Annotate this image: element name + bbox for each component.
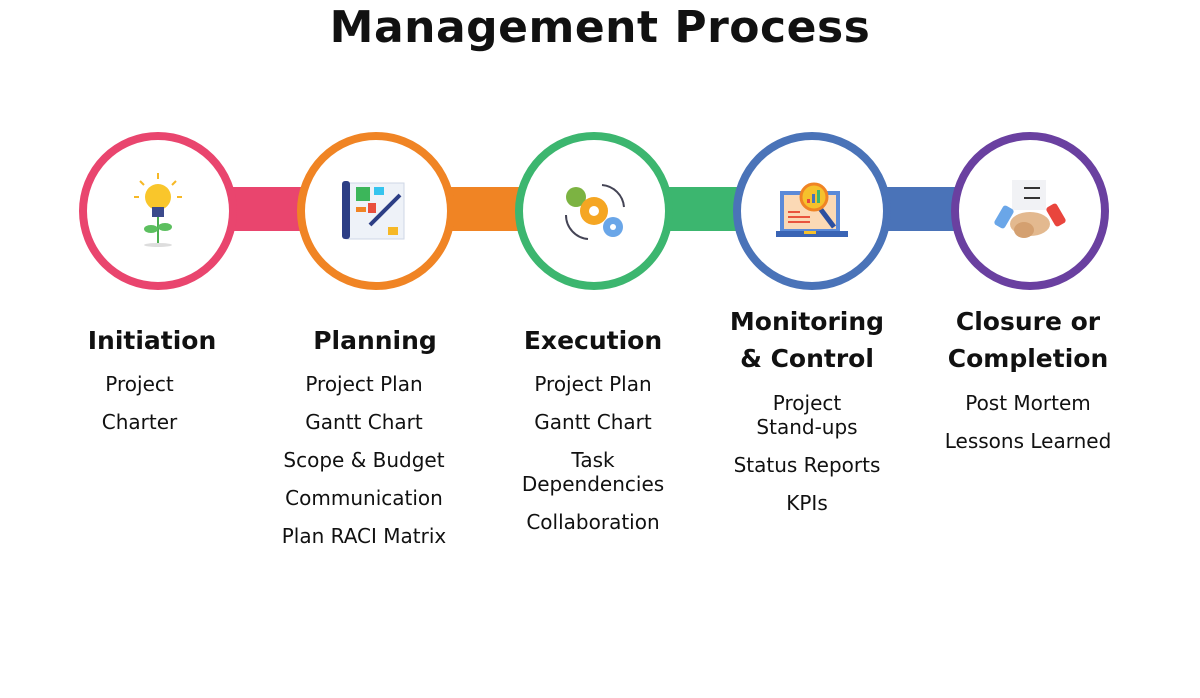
stage-circle-initiation [79, 132, 237, 290]
stage-circle-execution [515, 132, 673, 290]
stage-title-line: Planning [313, 326, 437, 355]
stage-item: Status Reports [733, 453, 881, 477]
blueprint-pen-icon [342, 181, 405, 240]
stage-title: Initiation [37, 322, 267, 359]
stage-closure: Closure or Completion Post Mortem Lessons… [913, 303, 1143, 467]
stage-item: Gantt Chart [305, 410, 423, 434]
stage-monitoring: Monitoring & Control Project Stand-ups St… [692, 303, 922, 529]
stage-item: Plan RACI Matrix [281, 524, 447, 548]
laptop-magnifier-chart-icon [776, 182, 848, 237]
stage-item: Task Dependencies [521, 448, 665, 496]
stage-title-line: Execution [523, 326, 663, 355]
lightbulb-plant-icon [134, 173, 182, 247]
connector-planning-execution [443, 187, 528, 231]
gears-cycle-icon [564, 184, 625, 240]
page-title: Management Process [329, 2, 871, 53]
stage-item: Project Plan [534, 372, 652, 396]
stage-execution: Execution Project Plan Gantt Chart Task … [478, 322, 708, 548]
handshake-checklist-icon [994, 180, 1066, 238]
stage-item: Project [105, 372, 174, 396]
stage-circle-closure [951, 132, 1109, 290]
stage-item: Collaboration [526, 510, 660, 534]
stage-initiation: Initiation Project Charter [37, 322, 267, 448]
stage-item: Project Plan [305, 372, 423, 396]
stage-planning: Planning Project Plan Gantt Chart Scope … [260, 322, 490, 562]
stage-item: Gantt Chart [534, 410, 652, 434]
connector-execution-monitoring [660, 187, 745, 231]
stage-title-line: Completion [947, 344, 1109, 373]
stage-item: KPIs [786, 491, 828, 515]
stage-title-line: Closure or [955, 307, 1101, 336]
stage-title-line: Monitoring [729, 307, 885, 336]
stage-title-line: Initiation [87, 326, 217, 355]
stage-item: Scope & Budget [283, 448, 445, 472]
stage-item: Project Stand-ups [756, 391, 858, 439]
stage-item: Communication [285, 486, 443, 510]
stage-title-line: & Control [740, 344, 874, 373]
connector-monitoring-closure [878, 187, 963, 231]
stage-item: Post Mortem [965, 391, 1091, 415]
stage-item: Lessons Learned [944, 429, 1112, 453]
stage-item: Charter [101, 410, 178, 434]
stage-circle-planning [297, 132, 455, 290]
connector-initiation-planning [225, 187, 310, 231]
stage-circle-monitoring [733, 132, 891, 290]
